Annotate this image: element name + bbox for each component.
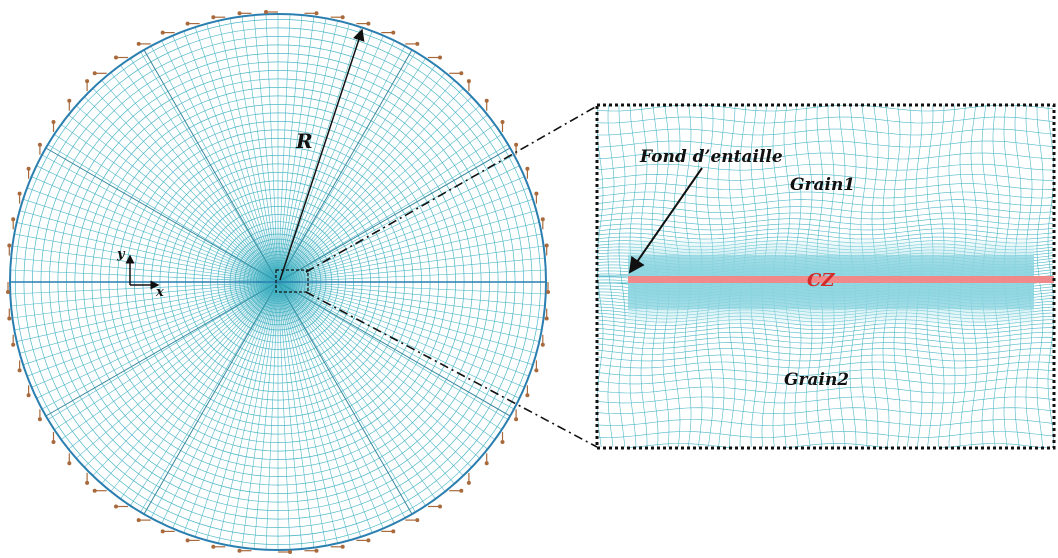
grain2-label: Grain2 [784, 370, 849, 390]
arrow-icon [405, 518, 420, 523]
arrow-icon [51, 432, 56, 444]
arrow-icon [484, 98, 489, 111]
arrow-icon [304, 11, 319, 16]
arrow-icon [211, 15, 226, 20]
arrow-icon [356, 538, 371, 543]
arrow-icon [449, 488, 464, 493]
arrow-icon [11, 217, 16, 230]
arrow-icon [37, 409, 42, 422]
notch-tip-label: Fond d’entaille [639, 147, 783, 167]
arrow-icon [160, 529, 175, 534]
zoom-panel: Fond d’entaille Grain1 Grain2 CZ [595, 103, 1056, 450]
arrow-icon [26, 166, 31, 179]
arrow-icon [381, 529, 396, 534]
cohesive-zone-label: CZ [807, 270, 835, 291]
arrow-icon [92, 488, 107, 493]
arrow-icon [136, 518, 151, 523]
arrow-icon [330, 15, 345, 20]
arrow-icon [500, 432, 505, 444]
disc-mesh [9, 13, 547, 551]
arrow-icon [92, 71, 107, 76]
arrow-icon [7, 243, 12, 256]
arrow-icon [546, 282, 550, 294]
arrow-icon [534, 360, 539, 373]
cohesive-zone-band [628, 276, 1054, 283]
zoom-source-box [275, 269, 309, 293]
arrow-icon [211, 544, 226, 549]
arrow-icon [304, 548, 319, 553]
arrow-icon [51, 120, 56, 132]
arrow-icon [185, 538, 200, 543]
arrow-icon [449, 71, 464, 76]
arrow-icon [85, 79, 90, 92]
arrow-icon [525, 166, 530, 179]
arrow-icon [540, 334, 545, 347]
arrow-icon [544, 308, 549, 321]
arrow-icon [17, 360, 22, 373]
arrow-icon [85, 472, 90, 485]
arrow-icon [356, 21, 371, 26]
load-arrows [6, 10, 550, 554]
arrow-icon [540, 217, 545, 230]
arrow-icon [37, 142, 42, 155]
arrow-icon [67, 98, 72, 111]
arrow-icon [544, 243, 549, 256]
arrow-icon [484, 453, 489, 466]
arrow-icon [500, 120, 505, 132]
arrow-icon [381, 30, 396, 35]
axes-icon: y x [116, 247, 164, 300]
arrow-icon [160, 30, 175, 35]
arrow-icon [237, 548, 252, 553]
zoom-frame [595, 103, 1056, 450]
arrow-icon [11, 334, 16, 347]
arrow-icon [26, 385, 31, 398]
arrow-icon [67, 453, 72, 466]
arrow-icon [466, 472, 471, 485]
arrow-icon [237, 11, 252, 16]
arrow-icon [466, 79, 471, 92]
arrow-icon [7, 308, 12, 321]
arrow-icon [278, 550, 292, 554]
arrow-icon [514, 409, 519, 422]
arrow-icon [136, 41, 151, 46]
zoom-connectors [305, 105, 598, 448]
arrow-icon [330, 544, 345, 549]
arrow-icon [6, 282, 10, 294]
arrow-icon [405, 41, 420, 46]
radius-indicator: R [279, 28, 365, 281]
arrow-icon [428, 504, 442, 509]
grain1-label: Grain1 [790, 175, 855, 195]
arrow-icon [17, 191, 22, 204]
arrow-icon [185, 21, 200, 26]
arrow-icon [114, 55, 128, 60]
radius-label: R [295, 129, 313, 153]
arrow-icon [428, 55, 442, 60]
axis-x-label: x [155, 285, 164, 300]
axis-y-label: y [116, 247, 126, 262]
arrow-icon [525, 385, 530, 398]
arrow-icon [114, 504, 128, 509]
arrow-icon [264, 10, 278, 14]
arrow-icon [534, 191, 539, 204]
